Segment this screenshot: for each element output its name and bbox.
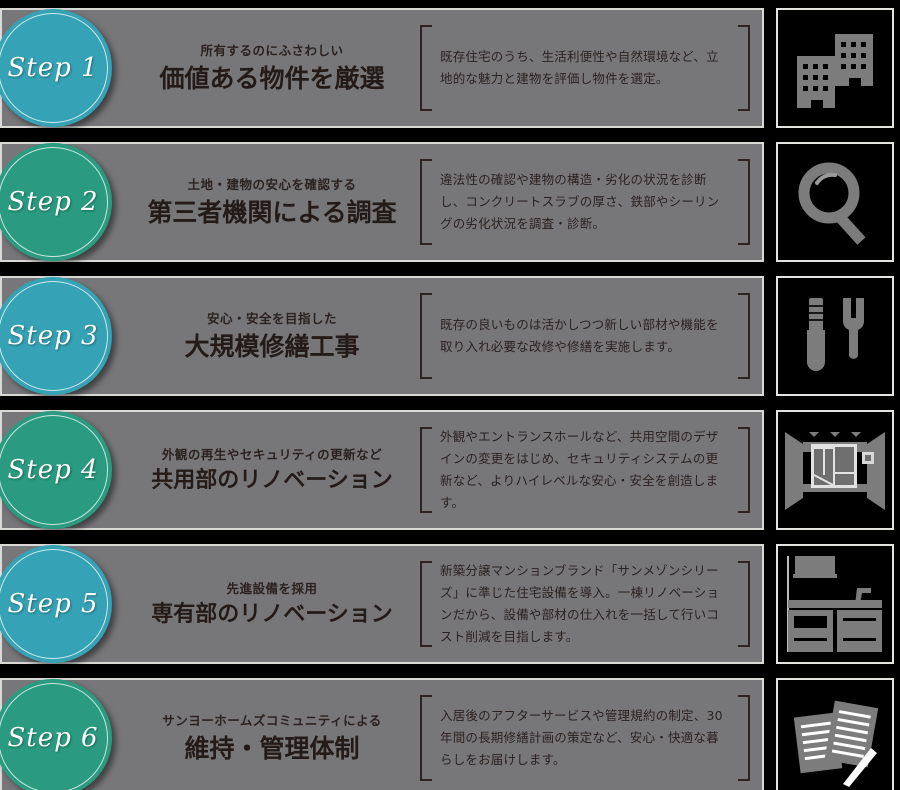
step-badge-label: Step 1 bbox=[7, 53, 99, 83]
bracket-left-icon bbox=[420, 159, 432, 245]
bracket-right-icon bbox=[738, 25, 750, 111]
step-titles: 外観の再生やセキュリティの更新など共用部のリノベーション bbox=[127, 446, 417, 495]
step-badge: Step 6 bbox=[0, 679, 112, 790]
step-description-block: 外観やエントランスホールなど、共用空間のデザインの変更をはじめ、セキュリティシス… bbox=[420, 422, 750, 518]
bracket-right-icon bbox=[738, 159, 750, 245]
bracket-left-icon bbox=[420, 695, 432, 781]
step-badge-label: Step 6 bbox=[7, 723, 99, 753]
step-description-block: 既存の良いものは活かしつつ新しい部材や機能を取り入れ必要な改修や修繕を実施します… bbox=[420, 288, 750, 384]
tools-icon bbox=[789, 290, 881, 382]
step-lead-text: 所有するのにふさわしい bbox=[200, 42, 344, 58]
step-titles: 所有するのにふさわしい価値ある物件を厳選 bbox=[127, 42, 417, 95]
step-badge-circle: Step 2 bbox=[0, 143, 112, 261]
step-description-text: 新築分譲マンションブランド「サンメゾンシリーズ」に準じた住宅設備を導入。一棟リノ… bbox=[440, 563, 720, 644]
bracket-left-icon bbox=[420, 561, 432, 647]
step-badge: Step 2 bbox=[0, 143, 112, 261]
buildings-icon bbox=[789, 22, 881, 114]
bracket-left-icon bbox=[420, 293, 432, 379]
step-headline: 第三者機関による調査 bbox=[147, 198, 397, 228]
step-description-block: 入居後のアフターサービスや管理規約の制定、30年間の長期修繕計画の策定など、安心… bbox=[420, 690, 750, 786]
step-badge-circle: Step 3 bbox=[0, 277, 112, 395]
step-titles: 土地・建物の安心を確認する第三者機関による調査 bbox=[127, 176, 417, 229]
step-headline: 維持・管理体制 bbox=[184, 734, 360, 764]
step-badge: Step 5 bbox=[0, 545, 112, 663]
buildings-icon-panel bbox=[776, 8, 894, 128]
documents-icon bbox=[785, 688, 885, 788]
magnifier-icon-panel bbox=[776, 142, 894, 262]
magnifier-icon bbox=[789, 156, 881, 248]
tools-icon-panel bbox=[776, 276, 894, 396]
step-lead-text: 外観の再生やセキュリティの更新など bbox=[161, 446, 383, 462]
bracket-left-icon bbox=[420, 25, 432, 111]
step-badge: Step 3 bbox=[0, 277, 112, 395]
step-badge-label: Step 5 bbox=[7, 589, 99, 619]
step-titles: サンヨーホームズコミュニティによる維持・管理体制 bbox=[127, 712, 417, 765]
step-lead-text: サンヨーホームズコミュニティによる bbox=[162, 712, 382, 728]
step-lead-text: 安心・安全を目指した bbox=[206, 310, 337, 326]
step-badge-label: Step 3 bbox=[7, 321, 99, 351]
step-lead-text: 先進設備を採用 bbox=[226, 580, 318, 596]
entrance-icon-panel bbox=[776, 410, 894, 530]
kitchen-icon bbox=[783, 552, 887, 656]
step-description-text: 既存の良いものは活かしつつ新しい部材や機能を取り入れ必要な改修や修繕を実施します… bbox=[440, 317, 719, 354]
step-description-text: 外観やエントランスホールなど、共用空間のデザインの変更をはじめ、セキュリティシス… bbox=[440, 429, 719, 510]
step-description-block: 既存住宅のうち、生活利便性や自然環境など、立地的な魅力と建物を評価し物件を選定。 bbox=[420, 20, 750, 116]
step-description-text: 既存住宅のうち、生活利便性や自然環境など、立地的な魅力と建物を評価し物件を選定。 bbox=[440, 49, 719, 86]
bracket-left-icon bbox=[420, 427, 432, 513]
bracket-right-icon bbox=[738, 293, 750, 379]
step-description-text: 入居後のアフターサービスや管理規約の制定、30年間の長期修繕計画の策定など、安心… bbox=[440, 708, 723, 767]
step-badge-circle: Step 6 bbox=[0, 679, 112, 790]
bracket-right-icon bbox=[738, 427, 750, 513]
step-headline: 大規模修繕工事 bbox=[184, 332, 360, 362]
step-badge: Step 4 bbox=[0, 411, 112, 529]
step-headline: 共用部のリノベーション bbox=[151, 467, 393, 493]
step-badge-circle: Step 5 bbox=[0, 545, 112, 663]
step-badge: Step 1 bbox=[0, 9, 112, 127]
step-badge-circle: Step 4 bbox=[0, 411, 112, 529]
step-description-text: 違法性の確認や建物の構造・劣化の状況を診断し、コンクリートスラブの厚さ、鉄部やシ… bbox=[440, 172, 720, 231]
entrance-icon bbox=[783, 418, 887, 522]
step-badge-label: Step 4 bbox=[7, 455, 99, 485]
documents-icon-panel bbox=[776, 678, 894, 790]
bracket-right-icon bbox=[738, 695, 750, 781]
step-description-block: 違法性の確認や建物の構造・劣化の状況を診断し、コンクリートスラブの厚さ、鉄部やシ… bbox=[420, 154, 750, 250]
step-badge-label: Step 2 bbox=[7, 187, 99, 217]
step-titles: 安心・安全を目指した大規模修繕工事 bbox=[127, 310, 417, 363]
step-description-block: 新築分譲マンションブランド「サンメゾンシリーズ」に準じた住宅設備を導入。一棟リノ… bbox=[420, 556, 750, 652]
bracket-right-icon bbox=[738, 561, 750, 647]
step-lead-text: 土地・建物の安心を確認する bbox=[187, 176, 357, 192]
step-headline: 専有部のリノベーション bbox=[151, 601, 393, 627]
kitchen-icon-panel bbox=[776, 544, 894, 664]
step-titles: 先進設備を採用専有部のリノベーション bbox=[127, 580, 417, 629]
step-badge-circle: Step 1 bbox=[0, 9, 112, 127]
step-headline: 価値ある物件を厳選 bbox=[159, 64, 385, 94]
